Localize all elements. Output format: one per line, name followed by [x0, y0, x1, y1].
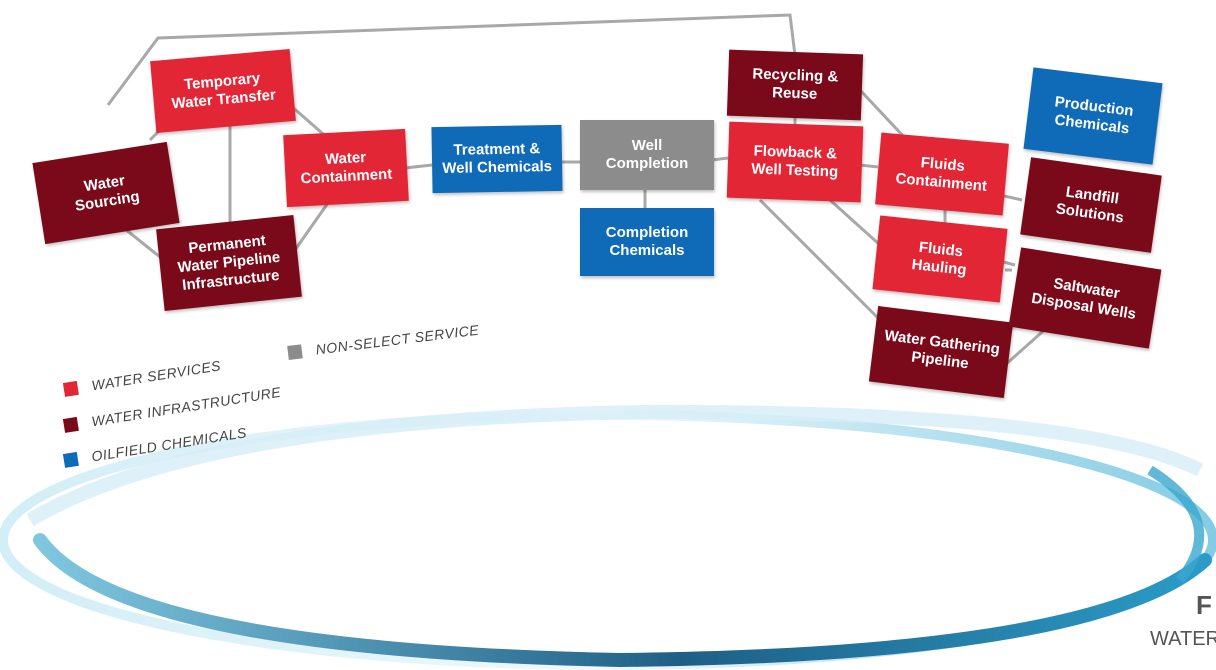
connector-permanent-containment: [293, 199, 332, 251]
corner-title-fragment: F: [1196, 590, 1212, 620]
node-label: Water Gathering Pipeline: [883, 327, 1001, 373]
node-label: Water Sourcing: [73, 172, 141, 215]
node-completion-chemicals: Completion Chemicals: [580, 208, 714, 276]
node-label: Treatment & Well Chemicals: [442, 140, 553, 177]
corner-subtitle-fragment: WATER: [1150, 628, 1216, 650]
node-label: Recycling & Reuse: [752, 65, 839, 103]
node-label: Saltwater Disposal Wells: [1030, 275, 1138, 324]
node-label: Completion Chemicals: [605, 224, 689, 259]
node-fluids-containment: Fluids Containment: [875, 132, 1009, 216]
node-fluids-hauling: Fluids Hauling: [872, 215, 1008, 303]
legend-swatch-oilfield-chemicals: [62, 451, 79, 468]
node-label: Temporary Water Transfer: [170, 69, 277, 113]
legend-swatch-water-infrastructure: [62, 416, 79, 433]
node-permanent-water-pipeline: Permanent Water Pipeline Infrastructure: [156, 215, 302, 311]
node-well-completion: Well Completion: [580, 120, 714, 190]
node-label: Water Containment: [300, 148, 393, 188]
connector-flowback-gathering: [758, 198, 882, 322]
node-label: Flowback & Well Testing: [750, 142, 839, 181]
node-label: Fluids Containment: [894, 154, 988, 195]
connector-recycling-fluidscont: [858, 88, 907, 140]
node-label: Permanent Water Pipeline Infrastructure: [176, 232, 281, 294]
connector-containment-treatment: [404, 163, 433, 170]
node-water-containment: Water Containment: [283, 128, 409, 208]
node-water-gathering-pipeline: Water Gathering Pipeline: [868, 305, 1014, 399]
node-label: Well Completion: [605, 137, 689, 172]
node-treatment-well-chemicals: Treatment & Well Chemicals: [431, 124, 563, 194]
node-production-chemicals: Production Chemicals: [1023, 67, 1163, 165]
node-label: Production Chemicals: [1053, 93, 1135, 138]
connector-top-arc: [106, 13, 797, 106]
connector-flowback-hauling: [828, 198, 882, 247]
node-label: Fluids Hauling: [910, 238, 968, 279]
connector-flowback-fluidscont: [859, 163, 879, 169]
node-label: Landfill Solutions: [1054, 183, 1125, 227]
node-recycling-reuse: Recycling & Reuse: [726, 49, 864, 121]
legend-swatch-water-services: [62, 380, 79, 397]
connector-group: [106, 13, 1051, 367]
node-temporary-water-transfer: Temporary Water Transfer: [150, 49, 296, 133]
node-flowback-well-testing: Flowback & Well Testing: [726, 121, 864, 203]
connector-completion-flowback: [711, 156, 729, 162]
legend-swatch-non-select-service: [287, 344, 303, 360]
